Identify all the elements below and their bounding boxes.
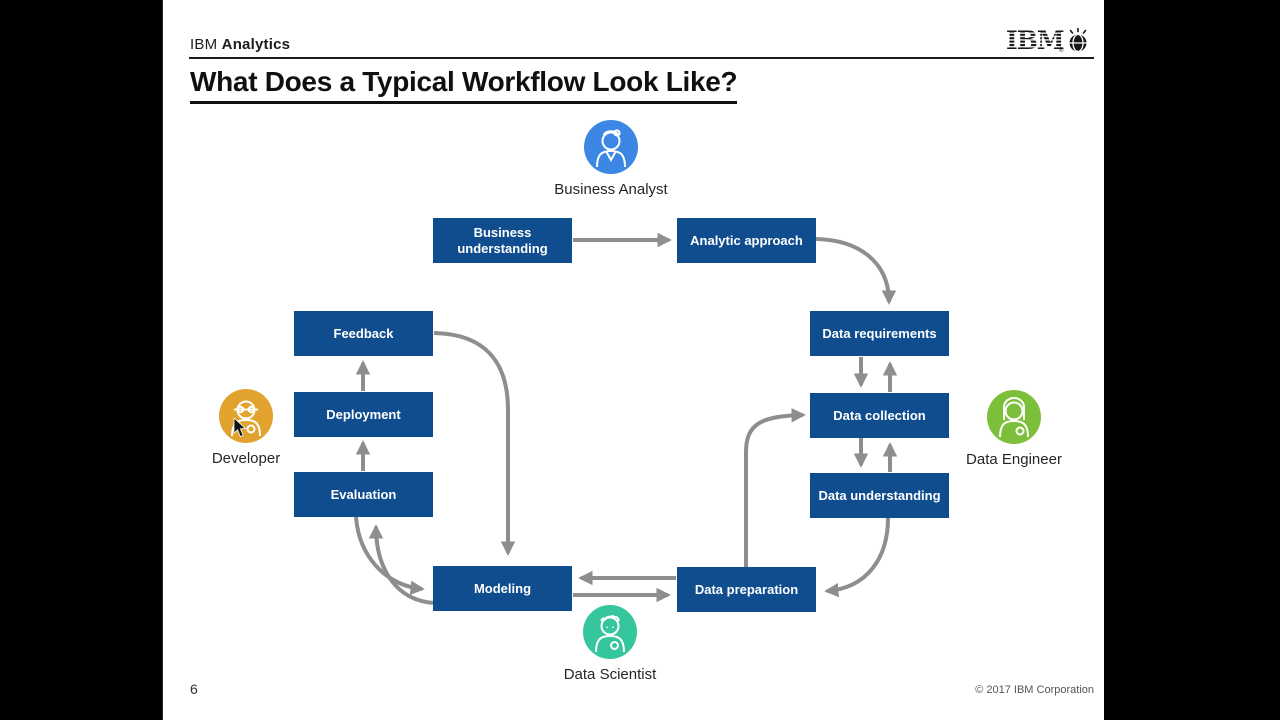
box-feedback: Feedback	[294, 311, 433, 356]
box-label: Data understanding	[818, 487, 941, 503]
brand-ibm: IBM	[190, 36, 218, 53]
ibm-registered-mark: ®	[1059, 47, 1064, 54]
page-number: 6	[190, 681, 198, 697]
persona-label: Data Engineer	[966, 451, 1062, 468]
box-label: Business understanding	[457, 225, 548, 256]
persona-data-scientist: Data Scientist	[525, 605, 695, 683]
box-data-collection: Data collection	[810, 393, 949, 438]
persona-label: Business Analyst	[554, 181, 668, 198]
box-business-understanding: Business understanding	[433, 218, 572, 263]
box-data-preparation: Data preparation	[677, 567, 816, 612]
arrow-evaluation-to-modeling	[354, 516, 425, 595]
box-label: Evaluation	[330, 486, 397, 502]
header-divider	[189, 57, 1094, 59]
developer-icon	[219, 389, 273, 443]
persona-data-engineer: Data Engineer	[929, 390, 1099, 468]
persona-label: Developer	[211, 450, 281, 467]
workflow-connectors	[354, 232, 898, 605]
brand-header: IBM Analytics	[190, 36, 290, 53]
data-scientist-icon	[583, 605, 637, 659]
box-label: Analytic approach	[690, 232, 803, 248]
box-data-requirements: Data requirements	[810, 311, 949, 356]
ibm-logo-icon: IBM ®	[1006, 27, 1087, 55]
box-label: Data collection	[833, 407, 926, 423]
arrow-analytic-to-requirements	[815, 237, 897, 305]
persona-developer: Developer	[161, 389, 331, 467]
box-label: Deployment	[326, 406, 401, 422]
box-evaluation: Evaluation	[294, 472, 433, 517]
box-modeling: Modeling	[433, 566, 572, 611]
page-title: What Does a Typical Workflow Look Like?	[190, 66, 738, 104]
box-deployment: Deployment	[294, 392, 433, 437]
arrow-preparation-to-collection	[744, 408, 806, 567]
smarter-planet-globe-icon	[1069, 27, 1087, 53]
box-label: Modeling	[473, 580, 532, 596]
presentation-slide: IBM Analytics IBM ®	[162, 0, 1104, 720]
arrow-feedback-to-modeling	[433, 331, 516, 556]
business-analyst-icon	[584, 120, 638, 174]
persona-label: Data Scientist	[563, 666, 657, 683]
box-label: Data preparation	[694, 581, 799, 597]
box-label: Data requirements	[822, 325, 937, 341]
box-label: Feedback	[333, 325, 394, 341]
box-analytic-approach: Analytic approach	[677, 218, 816, 263]
copyright-text: © 2017 IBM Corporation	[975, 684, 1094, 696]
brand-analytics: Analytics	[221, 36, 291, 53]
arrow-modeling-to-evaluation	[368, 524, 436, 605]
arrow-understanding-to-preparation	[824, 517, 890, 598]
ibm-logo-text: IBM	[1006, 27, 1064, 55]
mouse-cursor-icon	[233, 418, 247, 438]
box-data-understanding: Data understanding	[810, 473, 949, 518]
persona-business-analyst: Business Analyst	[526, 120, 696, 198]
data-engineer-icon	[987, 390, 1041, 444]
